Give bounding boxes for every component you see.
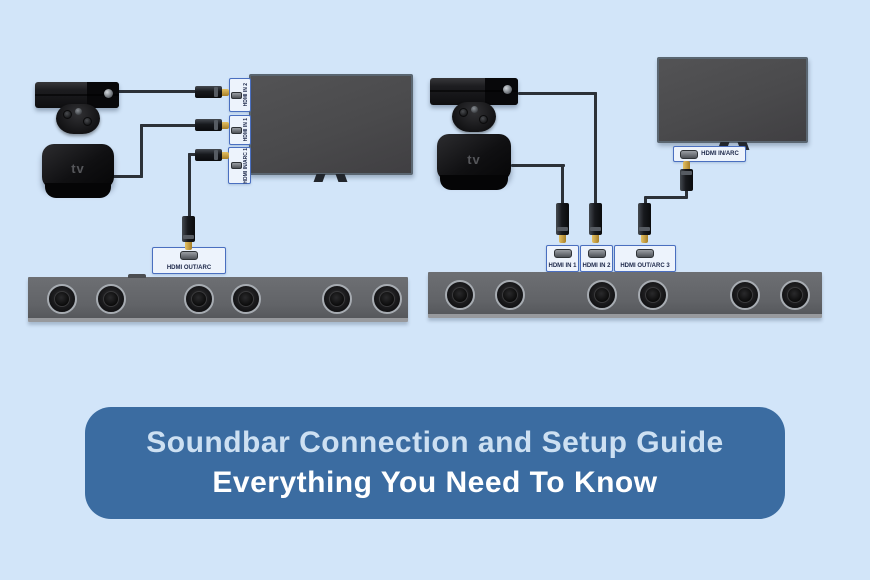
hdmi-plug-icon — [589, 203, 602, 243]
apple-tv-logo: tv — [467, 151, 481, 167]
hdmi-port-icon — [231, 91, 242, 99]
soundbar-port-label-hdmi-out-arc: HDMI OUT/ARC — [152, 247, 226, 274]
hdmi-cable-appletv-to-soundbar — [511, 164, 565, 167]
hdmi-plug-icon — [680, 161, 693, 191]
speaker-driver-icon — [730, 280, 760, 310]
speaker-driver-icon — [231, 284, 261, 314]
hdmi-plug-icon — [182, 216, 195, 250]
hdmi-plug-icon — [195, 119, 229, 131]
hdmi-port-icon — [553, 249, 572, 258]
hdmi-plug-icon — [195, 86, 229, 98]
apple-tv-logo: tv — [71, 161, 85, 177]
hdmi-cable-arc-to-soundbar — [188, 153, 191, 219]
soundbar-icon — [28, 274, 408, 322]
xbox-power-button — [502, 85, 512, 95]
hdmi-cable-appletv-to-tv — [140, 124, 198, 127]
apple-tv-icon: tv — [42, 144, 114, 198]
tv-screen — [251, 76, 411, 173]
right-thumbstick — [479, 115, 488, 124]
port-label-text: HDMI IN/ARC 1 — [242, 147, 249, 184]
guide-button — [471, 106, 478, 113]
apple-tv-top-face — [42, 144, 114, 189]
left-thumbstick — [63, 110, 72, 119]
hdmi-port-icon — [231, 126, 242, 134]
tv-stand-left — [313, 174, 326, 182]
hdmi-port-icon — [636, 249, 654, 258]
hdmi-plug-icon — [556, 203, 569, 243]
soundbar-icon — [428, 272, 822, 318]
hdmi-port-icon — [180, 251, 198, 260]
tv-port-label-hdmi-in-arc: HDMI IN/ARC — [673, 146, 746, 162]
speaker-driver-icon — [587, 280, 617, 310]
soundbar-port-label-hdmi-out-arc-3: HDMI OUT/ARC 3 — [614, 245, 676, 272]
hdmi-port-icon — [680, 149, 699, 159]
tv-icon — [657, 57, 808, 150]
hdmi-cable-appletv-to-tv — [113, 175, 143, 178]
speaker-driver-icon — [96, 284, 126, 314]
speaker-driver-icon — [638, 280, 668, 310]
hdmi-cable-xbox-to-soundbar — [594, 92, 597, 206]
xbox-power-button — [104, 88, 114, 98]
apple-tv-icon: tv — [437, 134, 511, 190]
hdmi-port-icon — [230, 162, 242, 169]
port-label-text: HDMI IN 2 — [243, 83, 249, 107]
apple-tv-front-face — [440, 175, 508, 190]
hdmi-cable-arc-to-soundbar — [188, 153, 198, 156]
hdmi-cable-soundbar-to-tv — [685, 188, 688, 198]
tv-port-label-hdmi-in-arc-1: HDMI IN/ARC 1 — [228, 147, 251, 184]
speaker-driver-icon — [322, 284, 352, 314]
title-banner: Soundbar Connection and Setup Guide Ever… — [85, 407, 785, 519]
hdmi-cable-soundbar-to-tv — [644, 196, 647, 207]
hdmi-plug-icon — [195, 149, 229, 161]
soundbar-notch — [128, 274, 146, 278]
speaker-driver-icon — [47, 284, 77, 314]
soundbar-port-label-hdmi-in-1: HDMI IN 1 — [546, 245, 579, 272]
port-label-text: HDMI IN 1 — [243, 118, 249, 142]
apple-tv-front-face — [45, 183, 111, 198]
xbox-seam — [430, 90, 518, 93]
guide-button — [75, 108, 82, 115]
tv-stand-right — [335, 174, 348, 182]
xbox-console-icon — [430, 78, 518, 105]
game-controller-icon — [56, 104, 100, 134]
hdmi-cable-xbox-to-tv — [118, 90, 197, 93]
tv-icon — [249, 74, 413, 182]
speaker-driver-icon — [495, 280, 525, 310]
soundbar-port-label-hdmi-in-2: HDMI IN 2 — [580, 245, 613, 272]
port-label-text: HDMI OUT/ARC — [166, 265, 212, 271]
banner-title: Soundbar Connection and Setup Guide — [146, 426, 724, 459]
port-label-text: HDMI IN/ARC — [701, 151, 739, 157]
port-label-text: HDMI IN 1 — [548, 263, 577, 269]
left-thumbstick — [459, 108, 468, 117]
hdmi-port-icon — [587, 249, 606, 258]
hdmi-plug-icon — [638, 203, 651, 243]
hdmi-cable-appletv-to-tv — [140, 124, 143, 178]
port-label-text: HDMI OUT/ARC 3 — [620, 263, 670, 269]
xbox-console-icon — [35, 82, 119, 108]
speaker-driver-icon — [445, 280, 475, 310]
speaker-driver-icon — [184, 284, 214, 314]
tv-port-label-hdmi-in-1: HDMI IN 1 — [229, 115, 251, 145]
port-label-text: HDMI IN 2 — [582, 263, 611, 269]
speaker-driver-icon — [372, 284, 402, 314]
right-thumbstick — [83, 117, 92, 126]
xbox-seam — [35, 93, 119, 96]
hdmi-cable-soundbar-to-tv — [645, 196, 688, 199]
apple-tv-top-face — [437, 134, 511, 181]
hdmi-cable-xbox-to-soundbar — [518, 92, 597, 95]
tv-port-label-hdmi-in-2: HDMI IN 2 — [229, 78, 251, 112]
game-controller-icon — [452, 102, 496, 132]
banner-subtitle: Everything You Need To Know — [212, 466, 658, 499]
hdmi-cable-appletv-to-soundbar — [561, 164, 564, 206]
tv-screen — [659, 59, 806, 141]
speaker-driver-icon — [780, 280, 810, 310]
